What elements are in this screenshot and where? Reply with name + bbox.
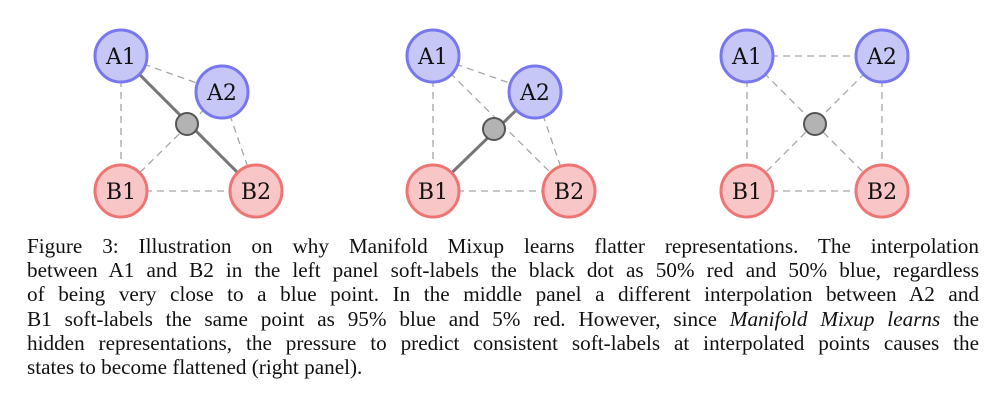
node-b2 [228, 163, 284, 219]
node-label-a1: A1 [731, 45, 762, 70]
panel-right: A1 A2 B1 B2 [719, 28, 910, 219]
node-label-a2: A2 [206, 81, 237, 106]
node-label-b2: B2 [867, 180, 897, 205]
interpolated-point [482, 117, 506, 141]
node-b1 [719, 163, 775, 219]
node-label-b1: B1 [418, 180, 448, 205]
node-label-a2: A2 [519, 81, 550, 106]
interpolated-point [175, 112, 199, 136]
node-label-b1: B1 [106, 180, 136, 205]
node-a1 [719, 28, 775, 84]
node-a1 [405, 28, 461, 84]
caption-emphasis: Manifold Mixup learns [729, 306, 941, 331]
node-label-b1: B1 [732, 180, 762, 205]
node-a1 [93, 28, 149, 84]
node-label-b2: B2 [241, 180, 271, 205]
caption-line: states to become flattened (right panel)… [27, 355, 363, 380]
caption-line: B1 soft-labels the same point as 95% blu… [27, 307, 979, 331]
caption-text: B1 soft-labels the same point as 95% blu… [27, 306, 717, 331]
node-b2 [854, 163, 910, 219]
edge-a2-b1 [746, 55, 883, 192]
caption-line: hidden representations, the pressure to … [27, 330, 979, 355]
panel-middle: A1 A2 B1 B2 [405, 28, 597, 219]
node-a2 [854, 28, 910, 84]
node-label-a1: A1 [105, 45, 136, 70]
caption-line: Figure 3: Illustration on why Manifold M… [27, 234, 979, 258]
panel-left: A1 A2 B1 B2 [93, 28, 284, 219]
caption-line: of being very close to a blue point. In … [27, 282, 979, 307]
node-a2 [194, 64, 250, 120]
node-label-b2: B2 [554, 180, 584, 205]
caption-line: between A1 and B2 in the left panel soft… [27, 258, 979, 283]
node-label-a1: A1 [417, 45, 448, 70]
figure-3-diagram: A1 A2 B1 B2 A1 A2 B1 B2 A1 A2 [93, 28, 910, 219]
node-b1 [93, 163, 149, 219]
node-b2 [541, 163, 597, 219]
node-a2 [507, 64, 563, 120]
figure-caption: Figure 3: Illustration on why Manifold M… [27, 234, 979, 379]
node-b1 [405, 163, 461, 219]
interpolated-point [803, 112, 827, 136]
edge-a1-b2 [746, 55, 883, 192]
caption-text: the [953, 306, 980, 331]
edge-a1-b2 [432, 55, 570, 192]
node-label-a2: A2 [866, 45, 897, 70]
